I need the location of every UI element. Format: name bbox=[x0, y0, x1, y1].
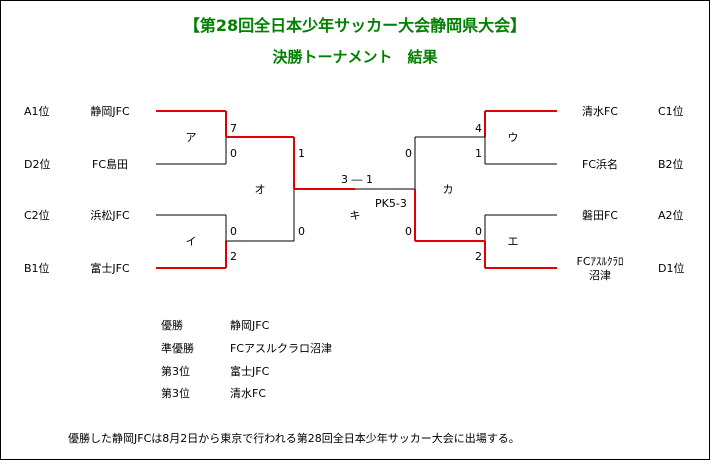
score-u-bottom: 1 bbox=[475, 147, 482, 160]
score-i-top: 0 bbox=[230, 225, 237, 238]
score-i-bottom: 2 bbox=[230, 250, 237, 263]
team-left-2: FC島田 bbox=[91, 158, 129, 171]
score-e-bottom: 2 bbox=[475, 250, 482, 263]
score-o-bottom: 0 bbox=[298, 225, 305, 238]
seed-right-2: B2位 bbox=[658, 158, 684, 171]
result-rank: 第3位 bbox=[161, 387, 190, 400]
match-label-ka: カ bbox=[442, 183, 454, 196]
match-o-lines bbox=[293, 137, 355, 241]
match-label-u: ウ bbox=[507, 131, 519, 144]
score-o-top: 1 bbox=[298, 147, 305, 160]
score-ka-bottom: 0 bbox=[405, 225, 412, 238]
seed-left-2: D2位 bbox=[24, 158, 51, 171]
match-label-o: オ bbox=[254, 183, 266, 196]
team-right-2: FC浜名 bbox=[581, 158, 619, 171]
team-right-3: 磐田FC bbox=[581, 209, 619, 222]
result-team: 清水FC bbox=[230, 387, 267, 400]
result-rank: 優勝 bbox=[161, 319, 183, 332]
score-u-top: 4 bbox=[475, 122, 482, 135]
page-subtitle: 決勝トーナメント 結果 bbox=[272, 48, 438, 66]
final-score: 3 ― 1 bbox=[341, 173, 373, 186]
team-right-4-line2: 沼津 bbox=[589, 269, 611, 282]
page-title: 【第28回全日本少年サッカー大会静岡県大会】 bbox=[183, 16, 527, 35]
score-ka-top: 0 bbox=[405, 147, 412, 160]
match-e-lines bbox=[415, 214, 557, 269]
match-u-lines bbox=[415, 110, 557, 165]
seed-right-3: A2位 bbox=[658, 209, 684, 222]
team-left-4: 富士JFC bbox=[90, 262, 130, 275]
seed-left-1: A1位 bbox=[24, 105, 50, 118]
result-rank: 第3位 bbox=[161, 365, 190, 378]
score-a-top: 7 bbox=[230, 122, 237, 135]
match-label-final: キ bbox=[349, 209, 361, 222]
result-team: 静岡JFC bbox=[230, 319, 270, 332]
result-team: 富士JFC bbox=[230, 365, 270, 378]
result-rank: 準優勝 bbox=[161, 342, 194, 355]
footer-note: 優勝した静岡JFCは8月2日から東京で行われる第28回全日本少年サッカー大会に出… bbox=[68, 432, 520, 445]
result-team: FCアスルクラロ沼津 bbox=[230, 342, 333, 355]
match-label-i: イ bbox=[185, 235, 197, 248]
team-right-1: 清水FC bbox=[581, 105, 619, 118]
seed-left-4: B1位 bbox=[24, 262, 50, 275]
match-label-a: ア bbox=[185, 131, 197, 144]
team-left-1: 静岡JFC bbox=[90, 105, 130, 118]
team-left-3: 浜松JFC bbox=[90, 209, 130, 222]
seed-left-3: C2位 bbox=[24, 209, 50, 222]
seed-right-4: D1位 bbox=[658, 262, 685, 275]
team-right-4: FCｱｽﾙｸﾗﾛ bbox=[576, 255, 624, 268]
match-a-lines bbox=[156, 110, 294, 165]
match-label-e: エ bbox=[507, 235, 519, 248]
seed-right-1: C1位 bbox=[658, 105, 684, 118]
match-i-lines bbox=[156, 214, 294, 269]
score-a-bottom: 0 bbox=[230, 147, 237, 160]
final-pk: PK5-3 bbox=[375, 197, 407, 210]
score-e-top: 0 bbox=[475, 225, 482, 238]
